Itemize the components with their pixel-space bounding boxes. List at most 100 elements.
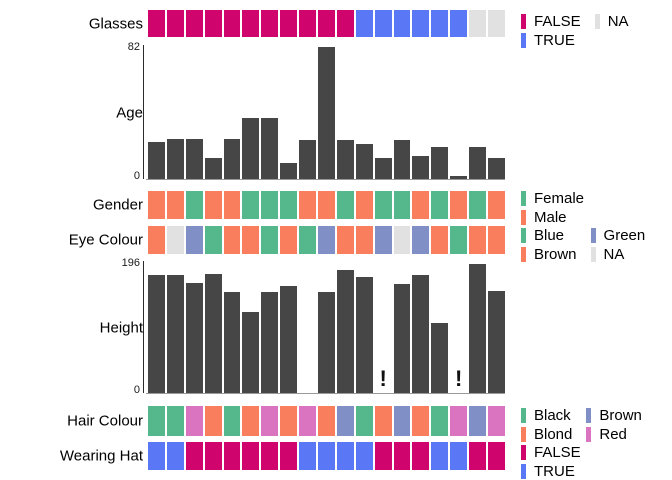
age-bar: [318, 47, 335, 179]
age-bar-slot: [450, 47, 468, 179]
age-bar-slot: [185, 47, 203, 179]
legend-swatch-icon: [521, 408, 526, 423]
hair-colour-tile: [336, 406, 354, 436]
height-bar-slot: [166, 263, 184, 393]
height-bar-panel: !!: [148, 263, 505, 393]
gender-tile: [318, 191, 335, 219]
legend-swatch-icon: [521, 228, 526, 243]
age-bar-slot: [148, 47, 165, 179]
height-bar: [261, 292, 279, 393]
gender-legend-item: Male: [521, 208, 584, 227]
wearing-hat-tile: [242, 442, 260, 470]
height-bar: [280, 286, 298, 393]
age-bar-slot: [393, 47, 411, 179]
eye-colour-tile: [242, 226, 260, 254]
gender-tile: [280, 191, 298, 219]
eye-colour-legend-item: Green: [590, 226, 646, 245]
legend-label: Brown: [599, 407, 642, 424]
height-bar-slot: [204, 263, 222, 393]
height-bar-slot: !: [375, 263, 392, 393]
hair-colour-strip: [148, 406, 505, 436]
height-bar: [355, 277, 373, 393]
age-bar: [450, 176, 468, 179]
height-bar: [488, 291, 505, 393]
hair-colour-tile: [223, 406, 241, 436]
wearing-hat-tile: [336, 442, 354, 470]
age-bar-slot: [166, 47, 184, 179]
height-bar: [242, 312, 260, 393]
gender-legend-item: Female: [521, 189, 584, 208]
gender-strip: [148, 191, 505, 219]
eye-colour-tile: [204, 226, 222, 254]
legend-swatch-icon: [594, 14, 600, 29]
eye-colour-legend-item: Brown: [521, 245, 577, 264]
wearing-hat-tile: [148, 442, 165, 470]
height-axis-min-label: 0: [133, 384, 140, 396]
legend-label: Red: [599, 426, 627, 443]
height-bar-slot: [488, 263, 505, 393]
eye-colour-tile: [393, 226, 411, 254]
age-axis-min-label: 0: [133, 170, 140, 182]
row-label-gender: Gender: [92, 196, 143, 214]
glasses-tile: [299, 10, 317, 37]
legend-label: Green: [603, 227, 646, 244]
hair-colour-tile: [299, 406, 317, 436]
height-bar: [148, 275, 165, 393]
gender-tile: [336, 191, 354, 219]
eye-colour-legend-item: NA: [590, 245, 646, 264]
height-bar-slot: [393, 263, 411, 393]
glasses-tile: [412, 10, 430, 37]
hair-colour-tile: [355, 406, 373, 436]
age-bar-slot: [280, 47, 298, 179]
hair-colour-tile: [148, 406, 165, 436]
gender-tile: [355, 191, 373, 219]
age-bar-slot: [204, 47, 222, 179]
hair-colour-tile: [488, 406, 505, 436]
wearing-hat-tile: [166, 442, 184, 470]
hair-colour-tile: [469, 406, 487, 436]
age-bar-slot: [223, 47, 241, 179]
glasses-tile: [374, 10, 392, 37]
wearing-hat-tile: [185, 442, 203, 470]
height-bar-slot: [412, 263, 430, 393]
row-label-hair-colour: Hair Colour: [67, 412, 143, 430]
legend-label: Blond: [534, 426, 573, 443]
legend-swatch-icon: [521, 210, 526, 225]
row-label-age: Age: [116, 104, 143, 122]
wearing-hat-tile: [469, 442, 487, 470]
height-bar-slot: [185, 263, 203, 393]
height-bar: [166, 275, 184, 393]
height-bar: [393, 284, 411, 393]
eye-colour-tile: [431, 226, 449, 254]
height-baseline: [146, 393, 505, 394]
eye-colour-tile: [336, 226, 354, 254]
hair-colour-legend-item: Blond: [521, 425, 572, 444]
gender-tile: [374, 191, 392, 219]
age-bar-slot: [318, 47, 335, 179]
wearing-hat-tile: [204, 442, 222, 470]
height-y-axis: [143, 261, 144, 393]
height-bar: [185, 283, 203, 393]
gender-tile: [204, 191, 222, 219]
wearing-hat-tile: [223, 442, 241, 470]
eye-colour-legend-item: Blue: [521, 226, 577, 245]
height-bar-slot: [431, 263, 449, 393]
gender-tile: [166, 191, 184, 219]
legend-label: FALSE: [534, 13, 581, 30]
height-bar-slot: [336, 263, 354, 393]
legend-label: Blue: [534, 227, 565, 244]
hair-colour-tile: [261, 406, 279, 436]
legend-label: Black: [534, 407, 571, 424]
glasses-tile: [280, 10, 298, 37]
legend-swatch-icon: [521, 33, 526, 48]
glasses-tile: [223, 10, 241, 37]
hair-colour-tile: [185, 406, 203, 436]
glasses-legend-column: NA: [594, 12, 629, 50]
height-bar: [223, 292, 241, 393]
gender-tile: [393, 191, 411, 219]
